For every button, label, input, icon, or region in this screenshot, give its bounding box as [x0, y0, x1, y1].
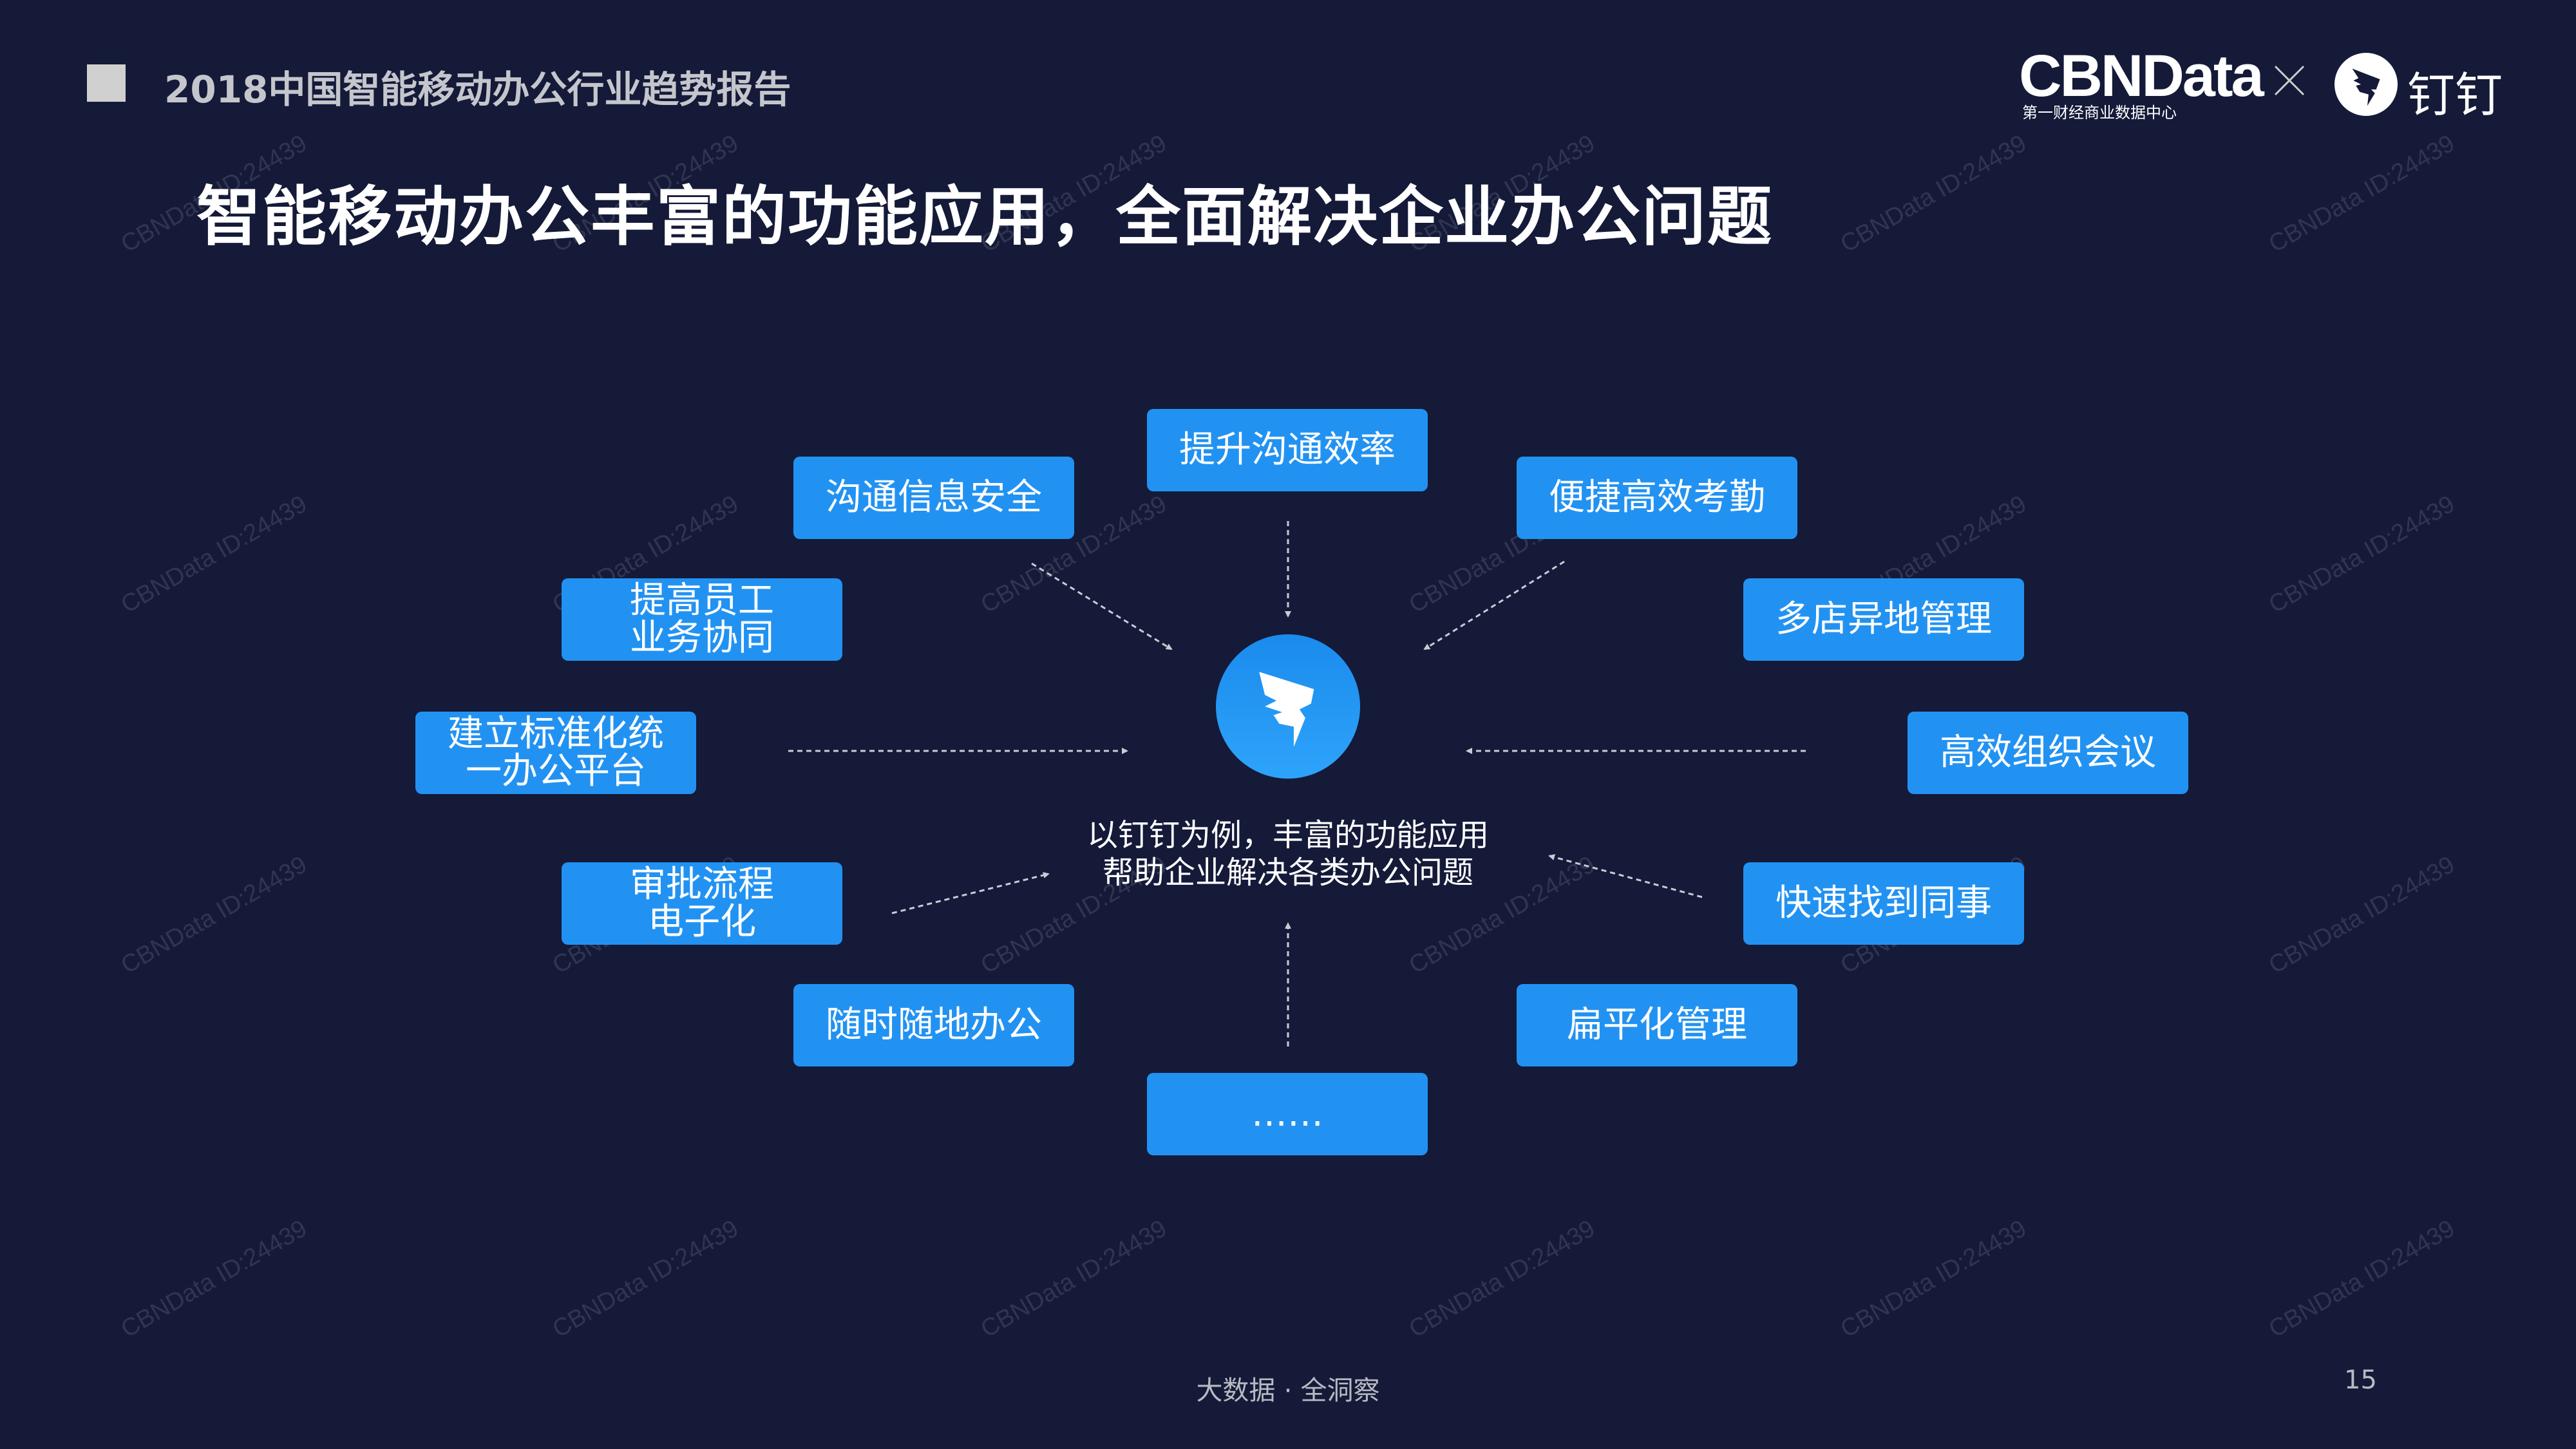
header-square-icon [87, 64, 126, 102]
feature-box: 审批流程 电子化 [562, 862, 842, 945]
feature-box: 快速找到同事 [1743, 862, 2024, 945]
arrow [1031, 562, 1173, 650]
dingtalk-logo-icon [2334, 53, 2398, 116]
feature-box: 提高员工 业务协同 [562, 578, 842, 661]
dingtalk-wordmark: 钉钉 [2407, 68, 2503, 123]
cbndata-subtitle: 第一财经商业数据中心 [2022, 104, 2177, 122]
feature-box: 建立标准化统 一办公平台 [415, 712, 696, 794]
feature-box: 高效组织会议 [1908, 712, 2188, 794]
feature-box: 随时随地办公 [793, 984, 1074, 1066]
feature-box: 便捷高效考勤 [1517, 457, 1797, 539]
center-caption: 以钉钉为例，丰富的功能应用 帮助企业解决各类办公问题 [966, 817, 1610, 891]
report-title: 2018中国智能移动办公行业趋势报告 [164, 68, 791, 111]
caption-line: 帮助企业解决各类办公问题 [1102, 855, 1473, 891]
caption-line: 以钉钉为例，丰富的功能应用 [1086, 817, 1489, 853]
feature-box: 多店异地管理 [1743, 578, 2024, 661]
slide-title: 智能移动办公丰富的功能应用，全面解决企业办公问题 [196, 179, 1773, 254]
arrow [1423, 560, 1565, 650]
page-number: 15 [2344, 1365, 2377, 1395]
cbndata-logo: CBNData [2019, 43, 2264, 109]
footer-slogan: 大数据 · 全洞察 [1196, 1375, 1380, 1406]
feature-box: …… [1147, 1073, 1428, 1155]
feature-box: 扁平化管理 [1517, 984, 1797, 1066]
dingtalk-center-icon [1216, 634, 1360, 779]
feature-box: 沟通信息安全 [793, 457, 1074, 539]
cross-separator-icon [2274, 65, 2305, 96]
feature-box: 提升沟通效率 [1147, 409, 1428, 491]
